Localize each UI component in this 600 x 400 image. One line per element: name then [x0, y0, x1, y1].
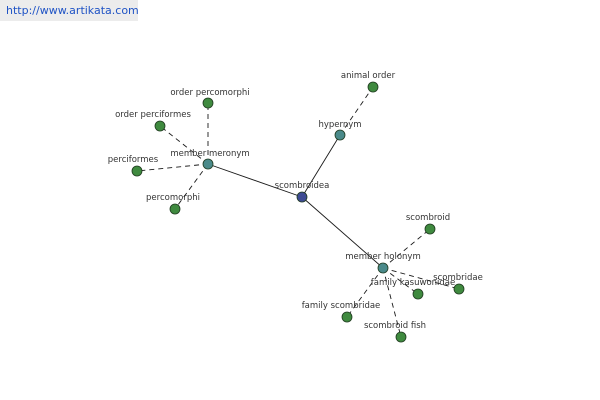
leaf-node-percomorphi[interactable] — [169, 203, 181, 215]
leaf-label-family-scombridae: family scombridae — [302, 301, 381, 311]
edge-member-holonym-scombridae — [382, 267, 460, 290]
relation-label-hypernym: hypernym — [318, 120, 361, 130]
leaf-label-animal-order: animal order — [341, 71, 396, 81]
edge-scombroidea-member-meronym — [207, 163, 303, 198]
leaf-node-scombridae[interactable] — [453, 283, 465, 295]
relation-node-member-holonym[interactable] — [377, 262, 389, 274]
graph-nodes — [131, 81, 465, 343]
edge-scombroidea-member-holonym — [301, 196, 384, 269]
edge-member-holonym-scombroid-fish — [382, 267, 402, 338]
leaf-label-order-percomorphi: order percomorphi — [170, 88, 249, 98]
relation-node-member-meronym[interactable] — [202, 158, 214, 170]
edge-member-meronym-percomorphi — [174, 163, 209, 210]
edge-hypernym-animal-order — [339, 86, 374, 136]
relation-label-member-meronym: member meronym — [170, 149, 249, 159]
leaf-node-order-percomorphi[interactable] — [202, 97, 214, 109]
root-node-scombroidea[interactable] — [296, 191, 308, 203]
graph-edges — [136, 86, 460, 338]
leaf-node-perciformes[interactable] — [131, 165, 143, 177]
edge-member-meronym-perciformes — [136, 163, 209, 172]
leaf-label-family-kasuwonidae: family kasuwonidae — [371, 278, 455, 288]
leaf-node-animal-order[interactable] — [367, 81, 379, 93]
source-url-link[interactable]: http://www.artikata.com — [0, 0, 139, 21]
leaf-label-percomorphi: percomorphi — [146, 193, 200, 203]
root-label-scombroidea: scombroidea — [275, 181, 330, 191]
leaf-node-scombroid[interactable] — [424, 223, 436, 235]
edge-member-holonym-family-scombridae — [346, 267, 384, 318]
leaf-label-scombridae: scombridae — [433, 273, 483, 283]
leaf-label-scombroid: scombroid — [406, 213, 450, 223]
relation-label-member-holonym: member holonym — [345, 252, 420, 262]
leaf-node-family-scombridae[interactable] — [341, 311, 353, 323]
edge-scombroidea-hypernym — [301, 134, 341, 198]
edge-member-holonym-family-kasuwonidae — [382, 267, 419, 295]
relation-node-hypernym[interactable] — [334, 129, 346, 141]
edge-member-holonym-scombroid — [382, 228, 431, 269]
graph-labels: order percomorphi order perciformes percif… — [108, 71, 483, 331]
leaf-label-perciformes: perciformes — [108, 155, 159, 165]
leaf-label-order-perciformes: order perciformes — [115, 110, 191, 120]
leaf-node-family-kasuwonidae[interactable] — [412, 288, 424, 300]
leaf-node-order-perciformes[interactable] — [154, 120, 166, 132]
leaf-label-scombroid-fish: scombroid fish — [364, 321, 426, 331]
leaf-node-scombroid-fish[interactable] — [395, 331, 407, 343]
edge-member-meronym-order-perciformes — [159, 125, 209, 165]
